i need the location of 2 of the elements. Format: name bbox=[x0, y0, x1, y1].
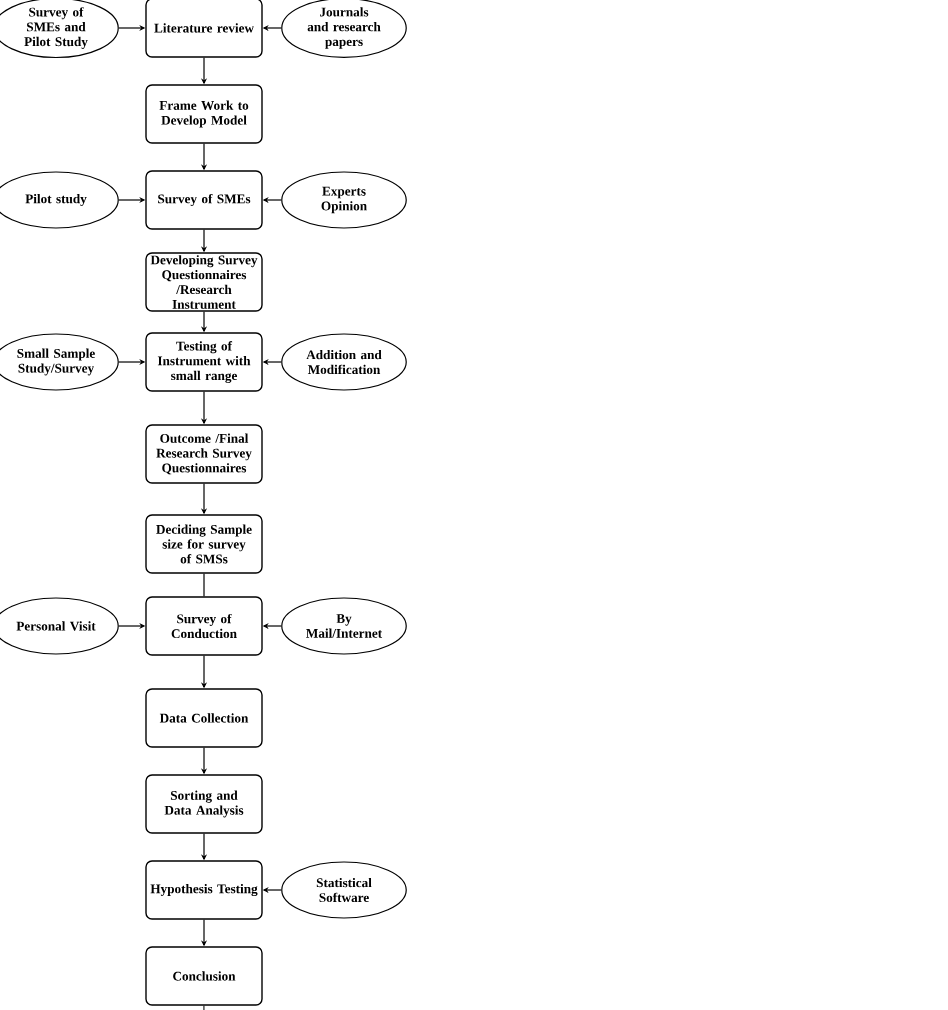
connector-line bbox=[203, 1005, 205, 1010]
connector-line bbox=[203, 573, 205, 597]
